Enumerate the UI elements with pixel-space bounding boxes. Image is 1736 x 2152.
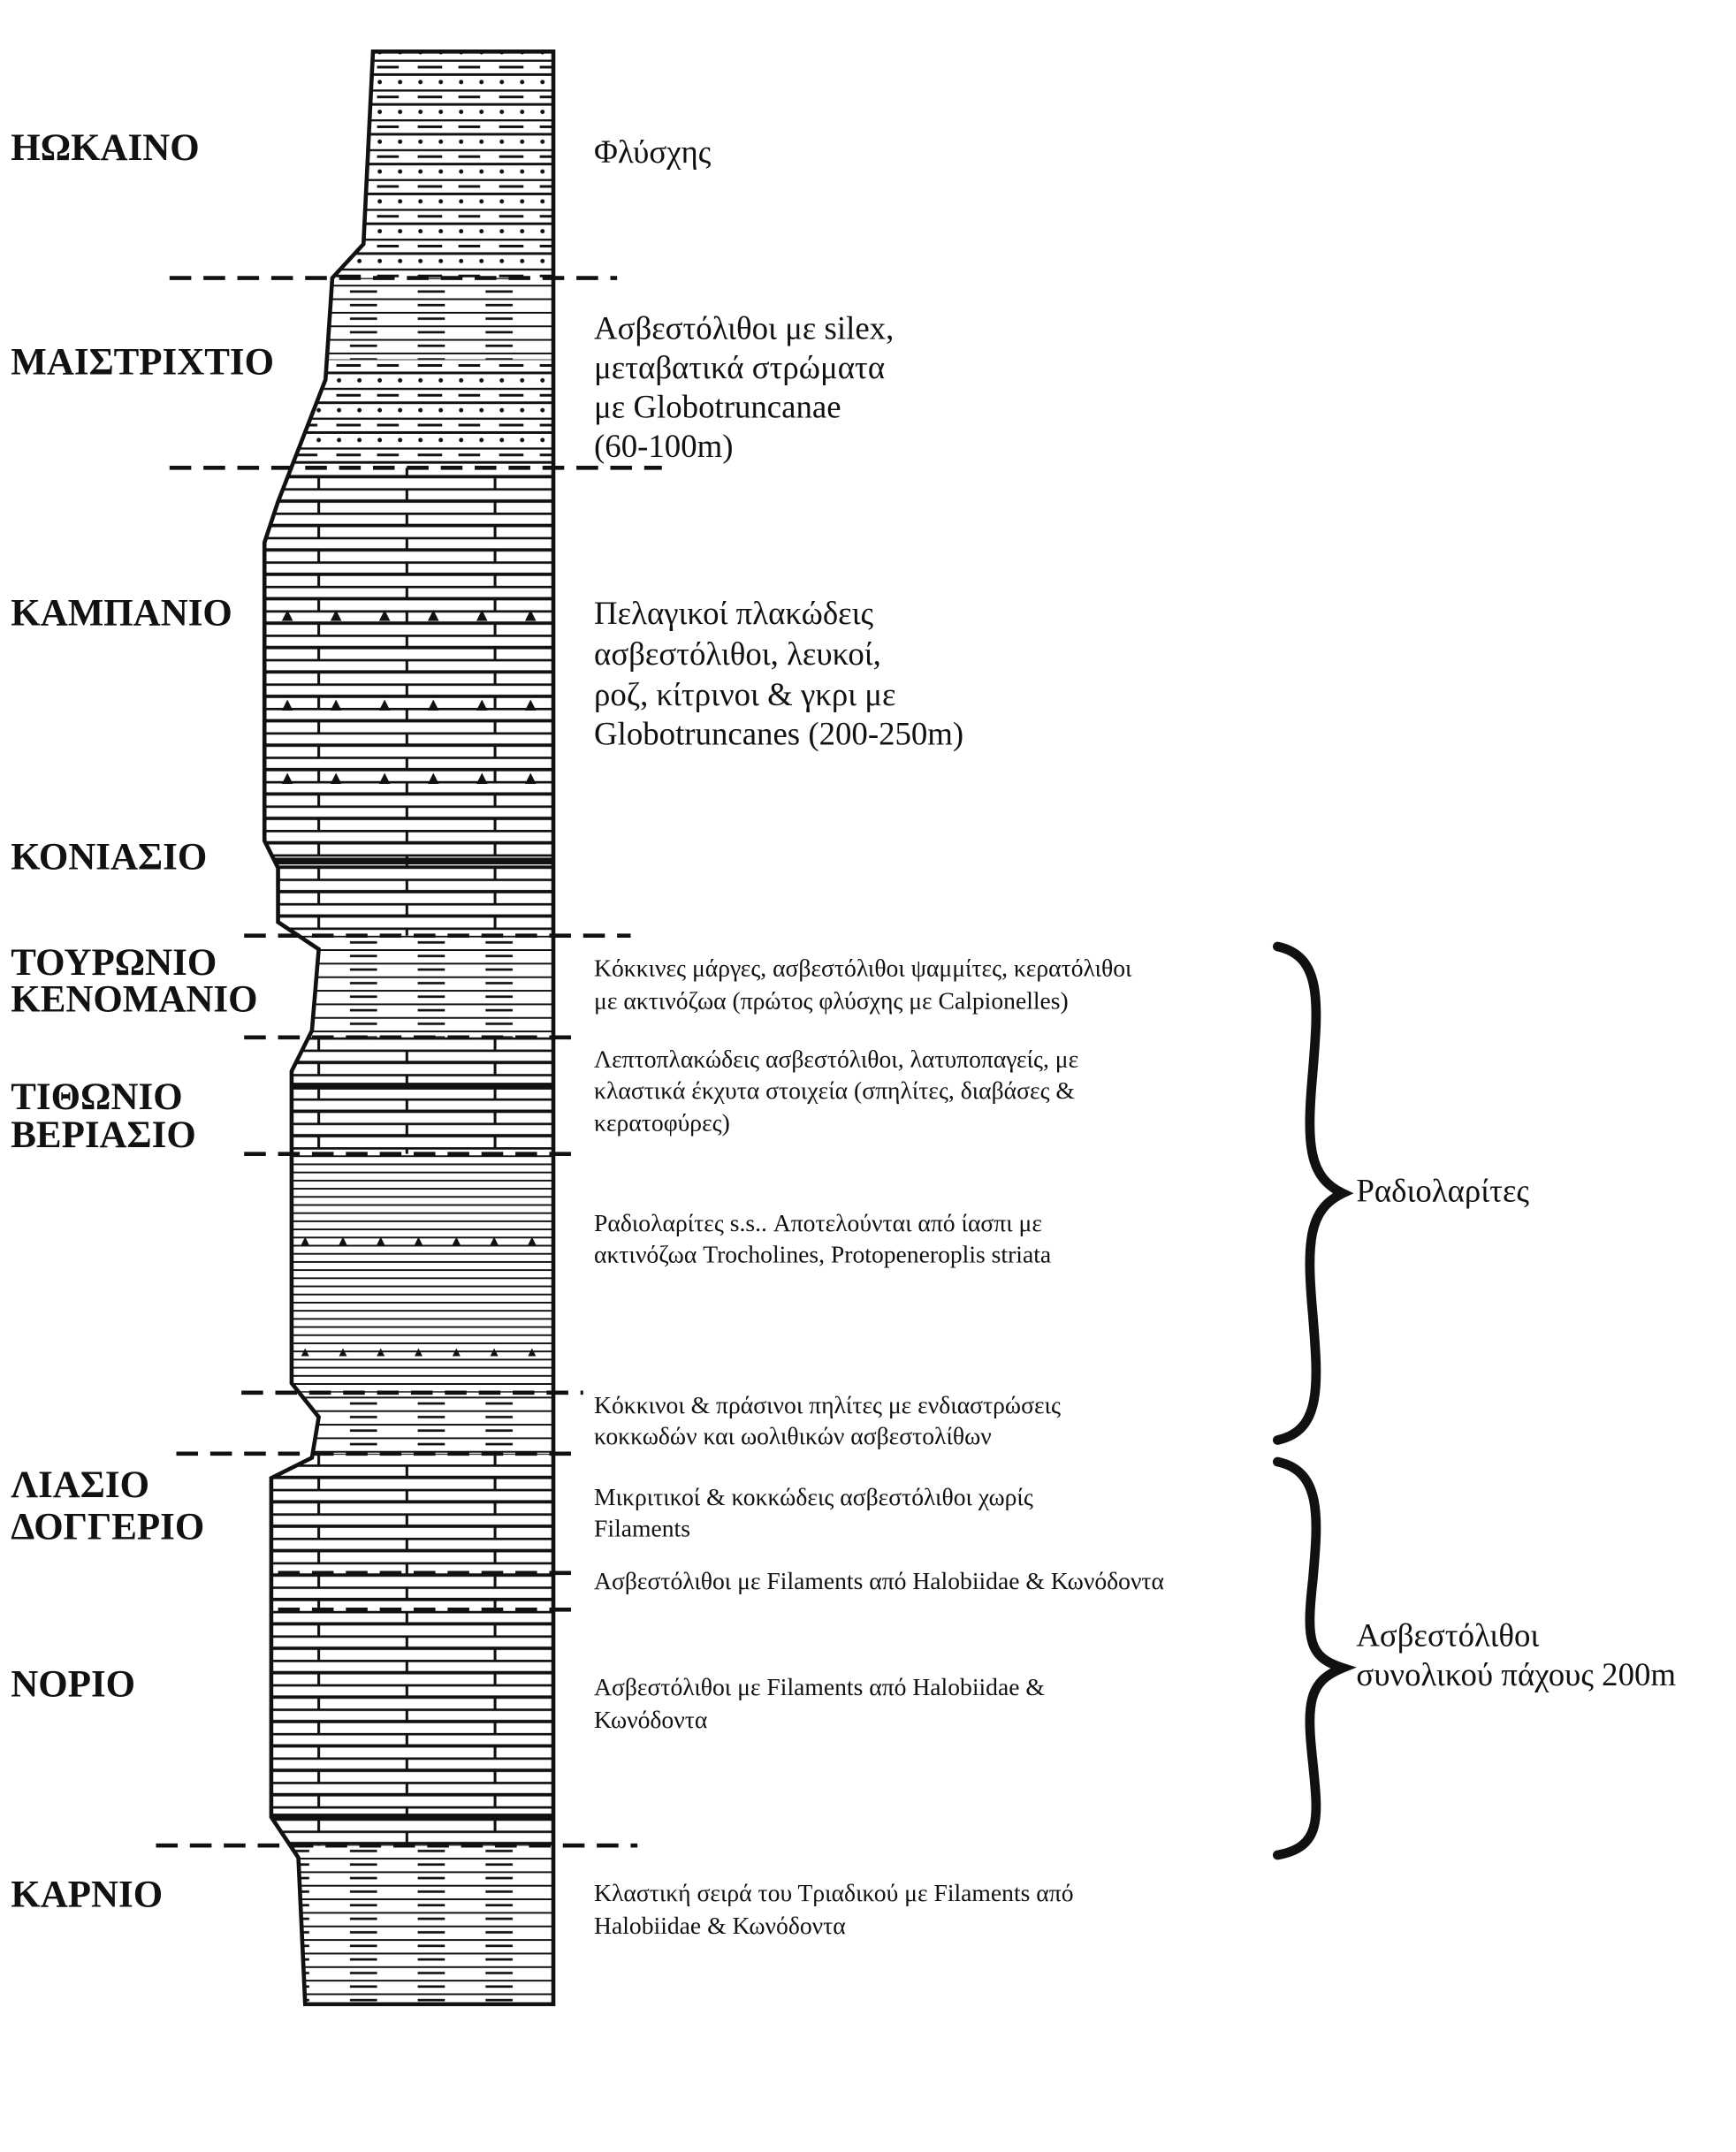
- desc-maastrichtian: με Globotruncanae: [594, 389, 841, 425]
- group-limestones-label: Ασβεστόλιθοι: [1356, 1617, 1539, 1654]
- stage-turonian: ΤΟΥΡΩΝΙΟ: [11, 942, 217, 984]
- desc-tithonian: Λεπτοπλακώδεις ασβεστόλιθοι, λατυποπαγεί…: [594, 1046, 1078, 1073]
- stage-liassic: ΛΙΑΣΙΟ: [11, 1464, 149, 1506]
- stage-boundaries: [156, 276, 662, 1848]
- desc-filaments-upper: Ασβεστόλιθοι με Filaments από Halobiidae…: [594, 1567, 1164, 1594]
- stage-tithonian: ΤΙΘΩΝΙΟ: [11, 1076, 182, 1118]
- group-radiolarites-label: Ραδιολαρίτες: [1356, 1172, 1529, 1208]
- svg-text:▲▲▲▲▲▲▲▲: ▲▲▲▲▲▲▲▲: [299, 1234, 601, 1249]
- svg-text:▲▲▲▲▲▲▲▲: ▲▲▲▲▲▲▲▲: [278, 767, 667, 788]
- stage-eocene: ΗΩΚΑΙΝΟ: [11, 127, 199, 169]
- group-limestones-label: συνολικού πάχους 200m: [1356, 1656, 1676, 1692]
- svg-text:▲▲▲▲▲▲▲▲: ▲▲▲▲▲▲▲▲: [278, 694, 667, 715]
- lithology-descriptions: Φλύσχης Ασβεστόλιθοι με silex, μεταβατικ…: [594, 133, 1164, 1939]
- svg-text:▲▲▲▲▲▲▲▲: ▲▲▲▲▲▲▲▲: [299, 1344, 601, 1359]
- desc-turonian: Κόκκινες μάργες, ασβεστόλιθοι ψαμμίτες, …: [594, 954, 1132, 982]
- stage-carnian: ΚΑΡΝΙΟ: [11, 1874, 163, 1915]
- stage-campanian: ΚΑΜΠΑΝΙΟ: [11, 592, 232, 634]
- stage-labels: ΗΩΚΑΙΝΟ ΜΑΙΣΤΡΙΧΤΙΟ ΚΑΜΠΑΝΙΟ ΚΟΝΙΑΣΙΟ ΤΟ…: [11, 127, 274, 1915]
- desc-maastrichtian: (60-100m): [594, 428, 733, 464]
- stage-coniacian: ΚΟΝΙΑΣΙΟ: [11, 837, 207, 878]
- column-outline: [262, 49, 556, 2007]
- stage-norian: ΝΟΡΙΟ: [11, 1663, 135, 1705]
- desc-maastrichtian: Ασβεστόλιθοι με silex,: [594, 310, 894, 346]
- radiolaria-triangle-rows: ▲▲▲▲▲▲▲▲ ▲▲▲▲▲▲▲▲ ▲▲▲▲▲▲▲▲ ▲▲▲▲▲▲▲▲ ▲▲▲▲…: [278, 605, 667, 1360]
- desc-flysch: Φλύσχης: [594, 133, 712, 170]
- desc-filaments-lower: Κωνόδοντα: [594, 1706, 707, 1733]
- desc-pelites: Κόκκινοι & πράσινοι πηλίτες με ενδιαστρώ…: [594, 1391, 1061, 1418]
- stage-maastrichtian: ΜΑΙΣΤΡΙΧΤΙΟ: [11, 341, 274, 383]
- brace-limestones: [1273, 1456, 1357, 1860]
- svg-text:▲▲▲▲▲▲▲▲: ▲▲▲▲▲▲▲▲: [278, 605, 667, 626]
- desc-campanian: Globotruncanes (200-250m): [594, 715, 963, 751]
- desc-micritic: Filaments: [594, 1514, 690, 1541]
- desc-radiolarite: ακτινόζωα Trocholines, Protopeneroplis s…: [594, 1240, 1051, 1267]
- desc-micritic: Μικριτικοί & κοκκώδεις ασβεστόλιθοι χωρί…: [594, 1483, 1033, 1510]
- desc-radiolarite: Ραδιολαρίτες s.s.. Αποτελούνται από ίασπ…: [594, 1209, 1042, 1236]
- stage-berriasian: ΒΕΡΙΑΣΙΟ: [11, 1114, 195, 1156]
- stage-cenomanian: ΚΕΝΟΜΑΝΙΟ: [11, 979, 257, 1021]
- desc-turonian: με ακτινόζωα (πρώτος φλύσχης με Calpione…: [594, 987, 1069, 1015]
- desc-clastic: Halobiidae & Κωνόδοντα: [594, 1912, 846, 1939]
- stage-dogger: ΔΟΓΓΕΡΙΟ: [11, 1506, 204, 1547]
- desc-clastic: Κλαστική σειρά του Τριαδικού με Filament…: [594, 1879, 1073, 1906]
- desc-campanian: ροζ, κίτρινοι & γκρι με: [594, 676, 895, 712]
- group-braces: Ραδιολαρίτες Ασβεστόλιθοι συνολικού πάχο…: [1273, 941, 1676, 1860]
- desc-campanian: Πελαγικοί πλακώδεις: [594, 595, 873, 631]
- desc-pelites: κοκκωδών και ωολιθικών ασβεστολίθων: [594, 1422, 992, 1449]
- brace-radiolarites: [1273, 941, 1354, 1445]
- desc-tithonian: κερατοφύρες): [594, 1109, 730, 1137]
- desc-tithonian: κλαστικά έκχυτα στοιχεία (σπηλίτες, διαβ…: [594, 1076, 1075, 1104]
- desc-filaments-lower: Ασβεστόλιθοι με Filaments από Halobiidae…: [594, 1673, 1045, 1700]
- desc-maastrichtian: μεταβατικά στρώματα: [594, 349, 885, 385]
- desc-campanian: ασβεστόλιθοι, λευκοί,: [594, 635, 881, 672]
